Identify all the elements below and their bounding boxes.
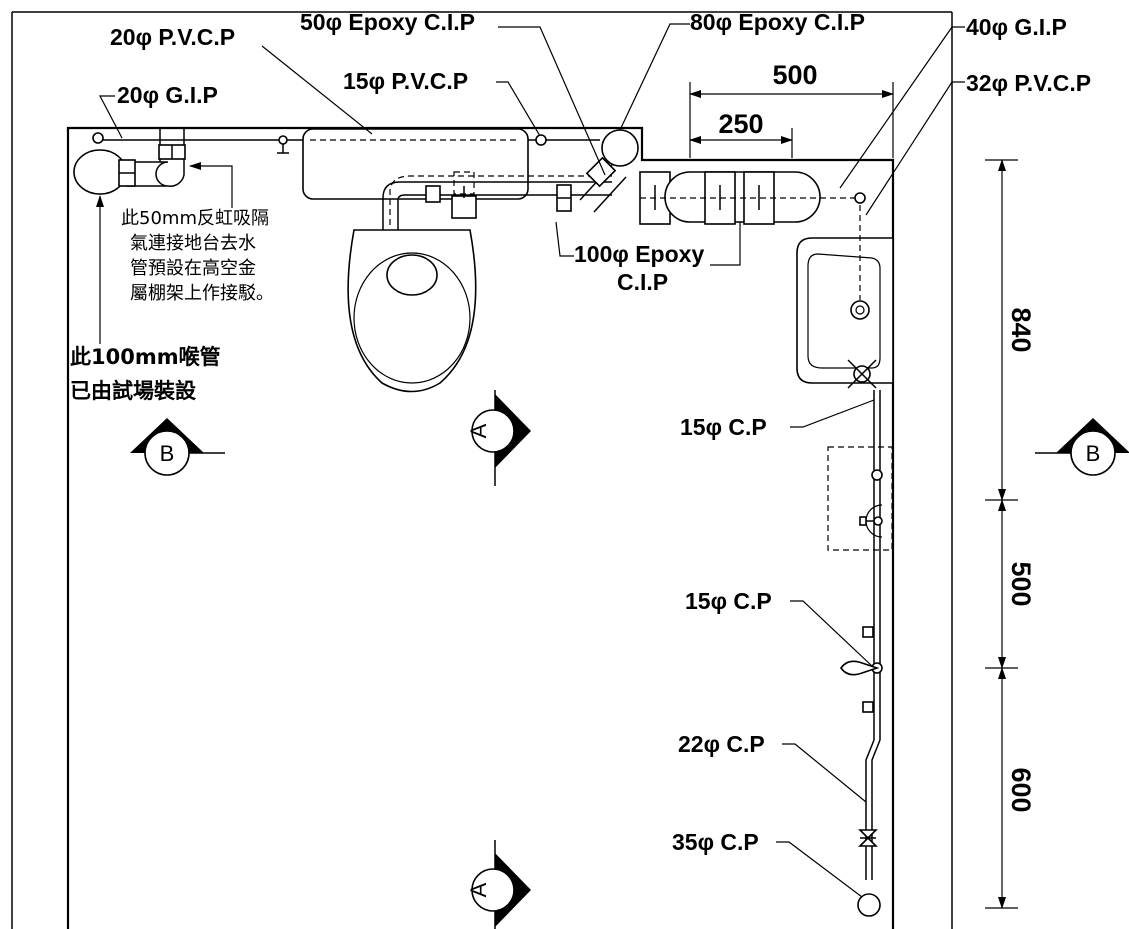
note-vent-line2: 氣連接地台去水: [130, 233, 256, 254]
label-100-epoxy-line2: C.I.P: [617, 269, 668, 295]
soil-pipe: [382, 171, 612, 230]
label-50-epoxy: 50φ Epoxy C.I.P: [300, 9, 475, 35]
leader-lines: [96, 23, 965, 898]
dim-right-600: 600: [1006, 767, 1036, 812]
wash-basin: [796, 205, 894, 389]
note-vent-line1: 此50mm反虹吸隔: [121, 208, 269, 229]
note-vent-line3: 管預設在高空金: [130, 258, 256, 279]
right-dimensions: 840 500 600: [985, 159, 1036, 909]
label-32-pvc: 32φ P.V.C.P: [966, 70, 1091, 96]
cistern: [302, 128, 529, 200]
label-15-pvc: 15φ P.V.C.P: [343, 68, 468, 94]
dim-right-500: 500: [1006, 561, 1036, 606]
label-40-gip: 40φ G.I.P: [966, 14, 1067, 40]
label-22-cp: 22φ C.P: [678, 731, 765, 757]
dim-top-500: 500: [772, 60, 817, 90]
section-a-bottom-label: A: [466, 882, 491, 897]
label-15-cp-upper: 15φ C.P: [680, 414, 767, 440]
wc-pan: [347, 229, 477, 393]
note-throat-line1: 此100mm喉管: [70, 345, 221, 369]
supply-riser: [840, 390, 883, 917]
section-a-top-label: A: [466, 423, 491, 438]
dashed-cabinet: [827, 446, 893, 551]
section-b-left-label: B: [160, 441, 175, 466]
top-dimensions: 500 250: [689, 60, 894, 158]
sheet-border: [11, 11, 953, 929]
section-marker-a-bottom: A: [466, 840, 531, 929]
left-trap-assembly: [73, 128, 186, 195]
label-35-cp: 35φ C.P: [672, 829, 759, 855]
dim-top-250: 250: [718, 109, 763, 139]
label-15-cp-lower: 15φ C.P: [685, 588, 772, 614]
label-80-epoxy: 80φ Epoxy C.I.P: [690, 9, 865, 35]
dim-right-840: 840: [1006, 307, 1036, 352]
elbow-80: [579, 129, 639, 213]
section-b-right-label: B: [1086, 441, 1101, 466]
label-100-epoxy-line1: 100φ Epoxy: [574, 241, 704, 267]
section-marker-b-right: B: [1035, 418, 1129, 476]
note-vent-line4: 屬棚架上作接駁。: [130, 283, 274, 304]
note-throat-line2: 已由試場裝設: [70, 379, 197, 403]
section-marker-b-left: B: [130, 418, 225, 476]
section-marker-a-top: A: [466, 390, 531, 486]
label-20-gip: 20φ G.I.P: [117, 82, 218, 108]
pipe-100: [639, 171, 866, 225]
label-20-pvc: 20φ P.V.C.P: [110, 24, 235, 50]
